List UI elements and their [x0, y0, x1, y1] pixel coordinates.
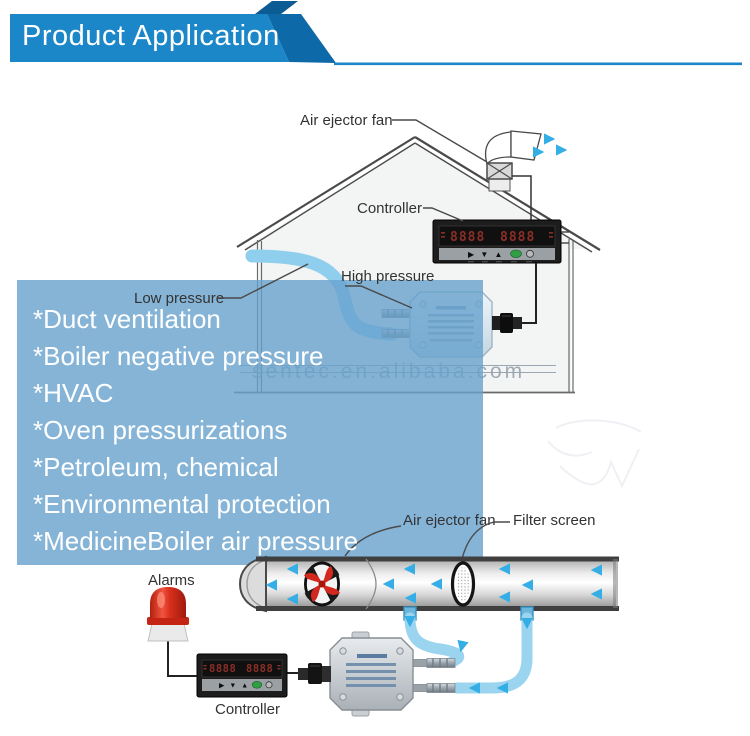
- fan-blades: [304, 566, 340, 602]
- list-item: *Oven pressurizations: [33, 415, 288, 445]
- alarm-wire: [167, 641, 197, 677]
- application-list: *Duct ventilation *Boiler negative press…: [17, 280, 499, 560]
- vent-wire: [512, 175, 532, 221]
- controller-round-button[interactable]: [526, 249, 534, 258]
- header-banner: [10, 1, 742, 66]
- diagram-labels: Air ejector fan Controller High pressure…: [134, 112, 596, 718]
- alarm-flange: [147, 617, 189, 625]
- house-controller: 8888 8888 ▶ ▼ ▲: [432, 219, 569, 264]
- list-item: *Environmental protection: [33, 489, 331, 519]
- duct-filter-screen: [450, 561, 476, 607]
- roof-left-inner: [244, 142, 416, 251]
- duct-fan: [304, 561, 340, 607]
- list-item: *HVAC: [33, 378, 114, 408]
- display-sv-value: 8888: [500, 230, 535, 245]
- banner-rule-line: [334, 62, 742, 66]
- exhaust-arrow-icon: [532, 133, 568, 158]
- label-air-ejector-fan-duct: Air ejector fan: [403, 512, 496, 529]
- label-filter-screen: Filter screen: [513, 512, 596, 529]
- display-pv-value: 8888: [450, 230, 485, 245]
- roof-right-outer: [414, 136, 601, 251]
- ghost-watermark-squiggle: [547, 419, 642, 489]
- roof-right-inner: [414, 142, 593, 253]
- alarm-beacon: [147, 587, 197, 677]
- controller-display-sm: [201, 659, 283, 678]
- banner-side-fold: [267, 14, 336, 63]
- duct-open-end: [613, 559, 618, 608]
- label-controller-duct: Controller: [215, 701, 280, 718]
- controller-button-panel-sm: [202, 679, 282, 691]
- roof-left-outer: [236, 136, 416, 248]
- vent-stub: [488, 178, 511, 192]
- controller-green-button-sm[interactable]: [251, 681, 263, 689]
- duct-left-cap: [238, 555, 267, 613]
- vent-horn: [510, 130, 542, 161]
- label-alarms: Alarms: [148, 572, 195, 589]
- transmitter-nozzles-right: [412, 658, 456, 693]
- list-item: *Boiler negative pressure: [33, 341, 324, 371]
- banner-ribbon: [10, 14, 289, 62]
- label-air-ejector-fan-house: Air ejector fan: [300, 112, 393, 129]
- label-controller-house: Controller: [357, 200, 422, 217]
- controller-button-panel: [439, 248, 555, 260]
- airflow-arrows: [265, 563, 603, 605]
- cable-gland-left: [298, 663, 331, 684]
- duct-controller: 8888 8888 ▶ ▼ ▲: [196, 653, 288, 698]
- tube-right: [451, 612, 533, 694]
- roof-ejector-fan: [485, 130, 568, 221]
- controller-arrow-buttons-icon-sm[interactable]: ▶ ▼ ▲: [219, 683, 250, 690]
- display-tick-marks: [441, 232, 553, 238]
- display-sv-value-sm: 8888: [246, 663, 273, 675]
- right-wall: [568, 239, 574, 392]
- duct-pressure-transmitter: [287, 631, 456, 717]
- page-title: Product Application: [22, 20, 280, 52]
- alarm-highlight: [157, 592, 165, 608]
- controller-arrow-buttons-icon[interactable]: ▶ ▼ ▲: [468, 250, 504, 259]
- button-caption-marks: [468, 261, 532, 263]
- air-duct: [238, 555, 619, 621]
- duct-section-line: [365, 558, 377, 610]
- list-item: *MedicineBoiler air pressure: [33, 526, 359, 556]
- banner-corner-fold: [255, 1, 298, 14]
- cable-gland: [492, 313, 522, 333]
- label-low-pressure: Low pressure: [134, 290, 224, 307]
- alarm-base: [147, 623, 189, 642]
- duct-bottom-rim: [256, 606, 619, 611]
- application-overlay-panel: [17, 280, 483, 565]
- label-high-pressure: High pressure: [341, 268, 434, 285]
- controller-sensor-wire: [522, 263, 537, 324]
- transmitter-gray-label-lines: [346, 654, 396, 687]
- list-item: *Petroleum, chemical: [33, 452, 279, 482]
- list-item: *Duct ventilation: [33, 304, 221, 334]
- display-tick-marks-sm: [203, 665, 281, 670]
- vent-elbow: [485, 131, 512, 166]
- sampling-tubes: [404, 612, 533, 694]
- controller-display: [438, 225, 556, 247]
- alarm-dome: [150, 587, 186, 618]
- controller-green-button[interactable]: [510, 249, 522, 258]
- duct-top-rim: [256, 556, 619, 562]
- controller-round-button-sm[interactable]: [265, 681, 273, 689]
- tube-left: [404, 612, 465, 668]
- transmitter-screws-gray: [339, 647, 404, 701]
- display-pv-value-sm: 8888: [209, 663, 236, 675]
